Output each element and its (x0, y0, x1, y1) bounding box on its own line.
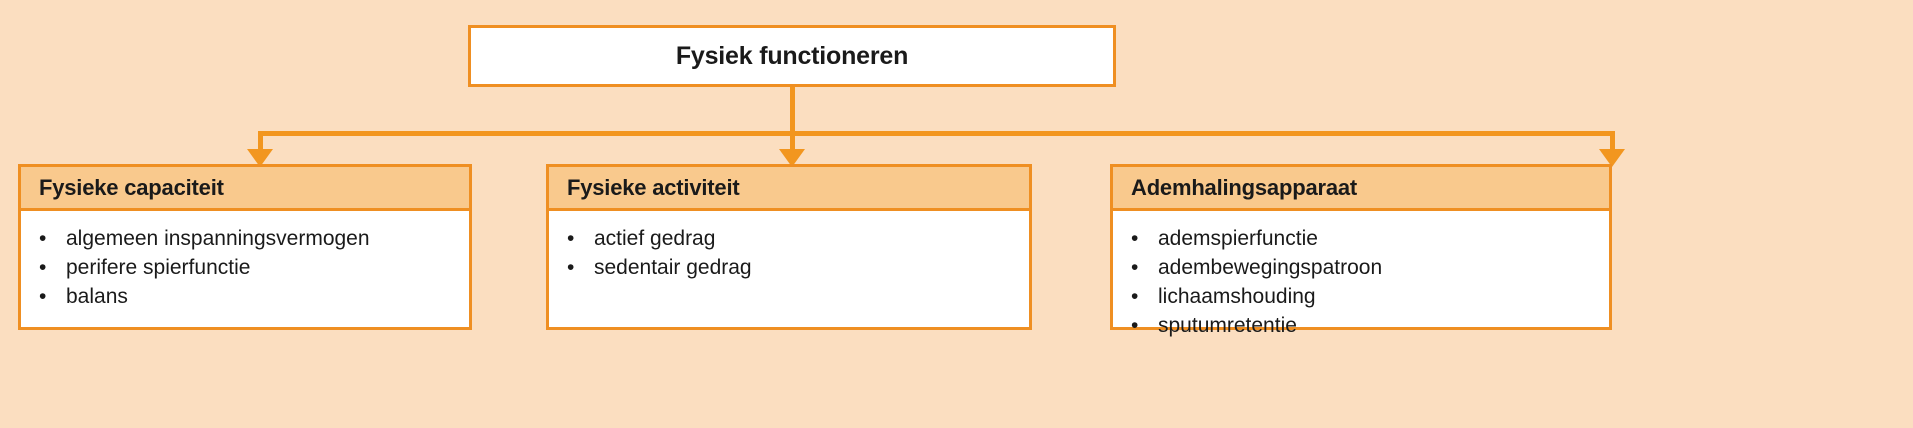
bullet-list: • algemeen inspanningsvermogen • perifer… (39, 224, 455, 311)
child-node-fysieke-capaciteit: Fysieke capaciteit • algemeen inspanning… (18, 164, 472, 330)
list-item: • ademspierfunctie (1131, 224, 1595, 253)
child-node-title: Ademhalingsapparaat (1131, 174, 1358, 200)
list-item: • lichaamshouding (1131, 282, 1595, 311)
list-item-label: sputumretentie (1158, 314, 1297, 337)
connector-horizontal-bus (258, 131, 1615, 136)
bullet-icon: • (567, 227, 575, 250)
child-node-body: • algemeen inspanningsvermogen • perifer… (21, 211, 469, 327)
list-item: • balans (39, 282, 455, 311)
list-item-label: actief gedrag (594, 227, 716, 250)
list-item-label: algemeen inspanningsvermogen (66, 227, 370, 250)
child-node-header: Ademhalingsapparaat (1113, 167, 1609, 211)
bullet-icon: • (1131, 256, 1139, 279)
list-item-label: perifere spierfunctie (66, 256, 251, 279)
connector-root-stem (790, 87, 795, 134)
list-item-label: ademspierfunctie (1158, 227, 1318, 250)
list-item: • sedentair gedrag (567, 253, 1015, 282)
bullet-list: • actief gedrag • sedentair gedrag (567, 224, 1015, 282)
arrowhead-icon-2 (779, 149, 805, 167)
child-node-fysieke-activiteit: Fysieke activiteit • actief gedrag • sed… (546, 164, 1032, 330)
bullet-icon: • (567, 256, 575, 279)
root-node: Fysiek functioneren (468, 25, 1116, 87)
child-node-ademhalingsapparaat: Ademhalingsapparaat • ademspierfunctie •… (1110, 164, 1612, 337)
arrowhead-icon-1 (247, 149, 273, 167)
list-item: • adembewegingspatroon (1131, 253, 1595, 282)
connector-drop-3 (1610, 131, 1615, 157)
bullet-icon: • (1131, 227, 1139, 250)
child-node-header: Fysieke activiteit (549, 167, 1029, 211)
child-node-title: Fysieke capaciteit (39, 174, 224, 200)
bullet-list: • ademspierfunctie • adembewegingspatroo… (1131, 224, 1595, 340)
bullet-icon: • (1131, 314, 1139, 337)
child-node-body: • ademspierfunctie • adembewegingspatroo… (1113, 211, 1609, 348)
list-item: • actief gedrag (567, 224, 1015, 253)
list-item-label: lichaamshouding (1158, 285, 1316, 308)
connector-drop-1 (258, 131, 263, 157)
bullet-icon: • (39, 227, 47, 250)
bullet-icon: • (1131, 285, 1139, 308)
connector-drop-2 (790, 131, 795, 157)
list-item-label: sedentair gedrag (594, 256, 752, 279)
child-node-body: • actief gedrag • sedentair gedrag (549, 211, 1029, 327)
arrowhead-icon-3 (1599, 149, 1625, 167)
list-item-label: balans (66, 285, 128, 308)
child-node-header: Fysieke capaciteit (21, 167, 469, 211)
root-node-label: Fysiek functioneren (675, 41, 909, 70)
child-node-title: Fysieke activiteit (567, 174, 740, 200)
list-item: • perifere spierfunctie (39, 253, 455, 282)
list-item: • algemeen inspanningsvermogen (39, 224, 455, 253)
list-item-label: adembewegingspatroon (1158, 256, 1383, 279)
list-item: • sputumretentie (1131, 311, 1595, 340)
bullet-icon: • (39, 285, 47, 308)
bullet-icon: • (39, 256, 47, 279)
